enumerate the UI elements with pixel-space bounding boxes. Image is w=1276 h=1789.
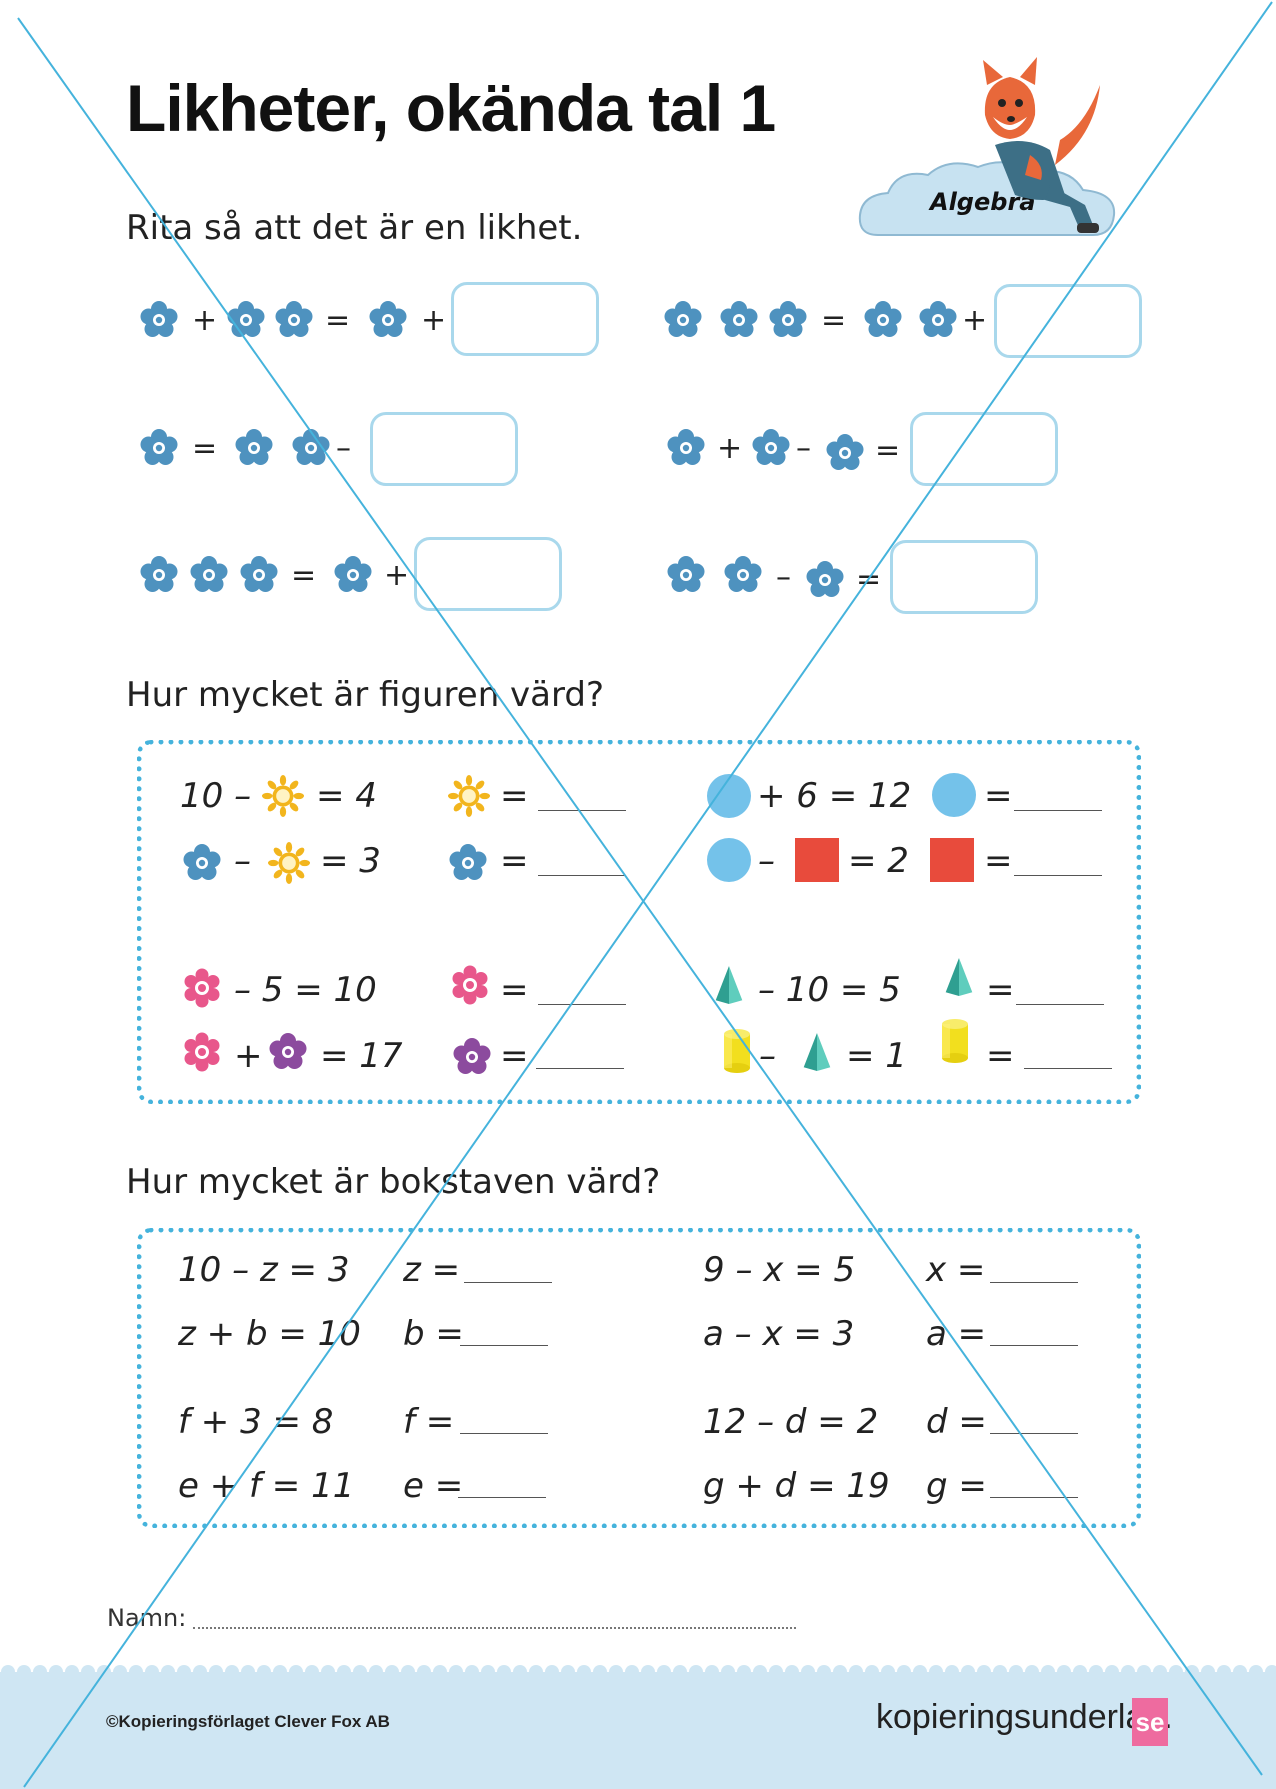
answer-box[interactable] bbox=[890, 540, 1038, 614]
red-square-icon bbox=[930, 838, 974, 882]
plus-sign: + bbox=[717, 431, 743, 466]
answer-blank[interactable] bbox=[460, 1345, 548, 1346]
plus-sign: + bbox=[962, 303, 988, 338]
blue-circle-icon bbox=[932, 773, 976, 817]
equation-text: – 5 = 10 bbox=[234, 970, 377, 1010]
answer-blank[interactable] bbox=[536, 1068, 624, 1069]
answer-box[interactable] bbox=[451, 282, 599, 356]
equals-sign: = bbox=[500, 841, 529, 881]
answer-label: g = bbox=[926, 1466, 987, 1506]
footer bbox=[0, 1665, 1276, 1789]
equation-text: 10 – bbox=[180, 776, 252, 816]
equation-text: = 1 bbox=[846, 1036, 907, 1076]
letter-equation: f + 3 = 8 bbox=[178, 1402, 334, 1442]
minus-sign: – bbox=[776, 560, 791, 595]
answer-blank[interactable] bbox=[460, 1433, 548, 1434]
answer-blank[interactable] bbox=[990, 1433, 1078, 1434]
answer-label: x = bbox=[926, 1250, 986, 1290]
blue-circle-icon bbox=[707, 838, 751, 882]
letter-equation: g + d = 19 bbox=[703, 1466, 890, 1506]
equals-sign: = bbox=[875, 433, 901, 468]
section2-heading: Hur mycket är figuren värd? bbox=[126, 675, 605, 715]
equation-text: + bbox=[234, 1036, 263, 1076]
equals-sign: = bbox=[500, 1036, 529, 1076]
page-title: Likheter, okända tal 1 bbox=[126, 71, 776, 145]
answer-blank[interactable] bbox=[464, 1282, 552, 1283]
equation-text: + 6 = 12 bbox=[757, 776, 912, 816]
answer-blank[interactable] bbox=[1024, 1068, 1112, 1069]
plus-sign: + bbox=[421, 303, 447, 338]
name-label: Namn: bbox=[107, 1604, 187, 1632]
equals-sign: = bbox=[984, 776, 1013, 816]
answer-blank[interactable] bbox=[990, 1497, 1078, 1498]
minus-sign: – bbox=[796, 431, 811, 466]
equation-text: = 3 bbox=[320, 841, 381, 881]
answer-box[interactable] bbox=[994, 284, 1142, 358]
section1-heading: Rita så att det är en likhet. bbox=[126, 208, 583, 248]
answer-blank[interactable] bbox=[538, 810, 626, 811]
letter-equation: 9 – x = 5 bbox=[703, 1250, 856, 1290]
equals-sign: = bbox=[984, 841, 1013, 881]
fox-mascot-icon bbox=[983, 57, 1101, 233]
answer-label: e = bbox=[403, 1466, 464, 1506]
brand-logo-text[interactable]: kopieringsunderlag. bbox=[876, 1698, 1173, 1736]
answer-blank[interactable] bbox=[990, 1345, 1078, 1346]
figure-value-box bbox=[137, 740, 1141, 1104]
answer-blank[interactable] bbox=[458, 1497, 546, 1498]
equals-sign: = bbox=[325, 303, 351, 338]
answer-blank[interactable] bbox=[538, 1004, 626, 1005]
equation-text: – bbox=[758, 841, 775, 881]
equals-sign: = bbox=[500, 970, 529, 1010]
answer-blank[interactable] bbox=[1014, 810, 1102, 811]
letter-equation: 10 – z = 3 bbox=[178, 1250, 350, 1290]
letter-equation: z + b = 10 bbox=[178, 1314, 361, 1354]
answer-label: z = bbox=[403, 1250, 461, 1290]
copyright-text: ©Kopieringsförlaget Clever Fox AB bbox=[106, 1712, 390, 1731]
minus-sign: – bbox=[336, 431, 351, 466]
answer-label: f = bbox=[403, 1402, 455, 1442]
equals-sign: = bbox=[986, 970, 1015, 1010]
equation-text: – bbox=[234, 841, 251, 881]
answer-label: b = bbox=[403, 1314, 464, 1354]
equals-sign: = bbox=[192, 431, 218, 466]
equation-text: = 17 bbox=[320, 1036, 403, 1076]
equation-text: = 4 bbox=[316, 776, 377, 816]
answer-box[interactable] bbox=[370, 412, 518, 486]
name-field[interactable] bbox=[193, 1627, 796, 1629]
answer-blank[interactable] bbox=[1016, 1004, 1104, 1005]
equation-text: = 2 bbox=[848, 841, 909, 881]
answer-box[interactable] bbox=[414, 537, 562, 611]
answer-blank[interactable] bbox=[990, 1282, 1078, 1283]
section3-heading: Hur mycket är bokstaven värd? bbox=[126, 1162, 661, 1202]
footer-wavy-edge bbox=[0, 1665, 1276, 1679]
answer-blank[interactable] bbox=[1014, 875, 1102, 876]
letter-value-box bbox=[137, 1228, 1141, 1528]
letter-equation: a – x = 3 bbox=[703, 1314, 855, 1354]
answer-blank[interactable] bbox=[538, 875, 626, 876]
plus-sign: + bbox=[192, 303, 218, 338]
brand-tld-badge[interactable]: se bbox=[1132, 1698, 1168, 1746]
letter-equation: 12 – d = 2 bbox=[703, 1402, 879, 1442]
equals-sign: = bbox=[986, 1036, 1015, 1076]
equation-text: – bbox=[759, 1036, 776, 1076]
equals-sign: = bbox=[291, 558, 317, 593]
blue-circle-icon bbox=[707, 774, 751, 818]
answer-label: d = bbox=[926, 1402, 987, 1442]
equals-sign: = bbox=[821, 303, 847, 338]
equals-sign: = bbox=[500, 776, 529, 816]
red-square-icon bbox=[795, 838, 839, 882]
equation-text: – 10 = 5 bbox=[758, 970, 901, 1010]
